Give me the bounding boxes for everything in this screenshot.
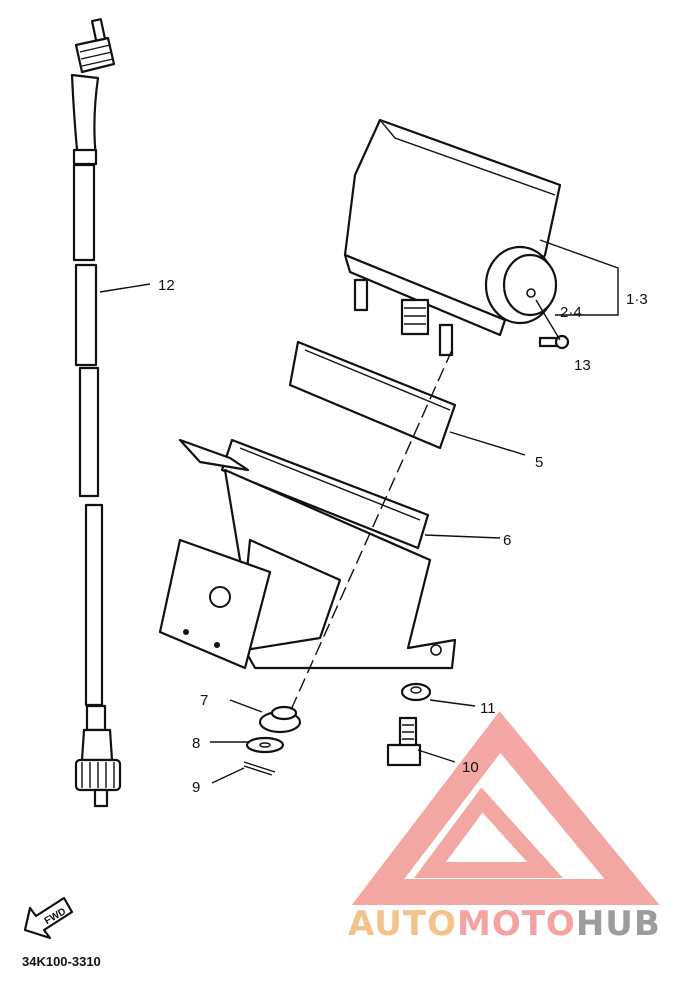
callout-8: 8 — [192, 735, 200, 752]
bolt-10 — [386, 716, 422, 767]
callout-11: 11 — [480, 700, 496, 717]
speedometer-cable — [70, 18, 122, 808]
clip-9 — [243, 761, 276, 776]
watermark-moto: MOTO — [457, 904, 576, 944]
callout-1-3: 1·3 — [626, 291, 648, 308]
washer-8 — [245, 736, 285, 754]
callout-10: 10 — [462, 759, 479, 776]
nut-11 — [400, 682, 432, 702]
callout-5: 5 — [535, 454, 543, 471]
speedometer-assembly — [343, 118, 562, 357]
fwd-arrow-icon: FWD — [23, 896, 74, 940]
callout-13: 13 — [574, 357, 591, 374]
watermark-logo — [351, 711, 660, 905]
callout-9: 9 — [192, 779, 200, 796]
watermark-text: AUTOMOTOHUB — [348, 904, 661, 944]
callout-2-4: 2·4 — [560, 304, 582, 321]
callout-6: 6 — [503, 532, 511, 549]
leader-lines — [99, 239, 619, 784]
callout-7: 7 — [200, 692, 208, 709]
screw-13 — [538, 334, 570, 350]
callout-12: 12 — [158, 277, 175, 294]
grommet-7 — [258, 705, 302, 734]
reference-lines — [289, 349, 453, 713]
meter-bracket — [158, 438, 457, 670]
watermark-auto: AUTO — [348, 904, 457, 944]
cushion-5 — [288, 340, 457, 450]
watermark-hub: HUB — [576, 904, 661, 944]
catalog-code: 34K100-3310 — [22, 954, 101, 969]
